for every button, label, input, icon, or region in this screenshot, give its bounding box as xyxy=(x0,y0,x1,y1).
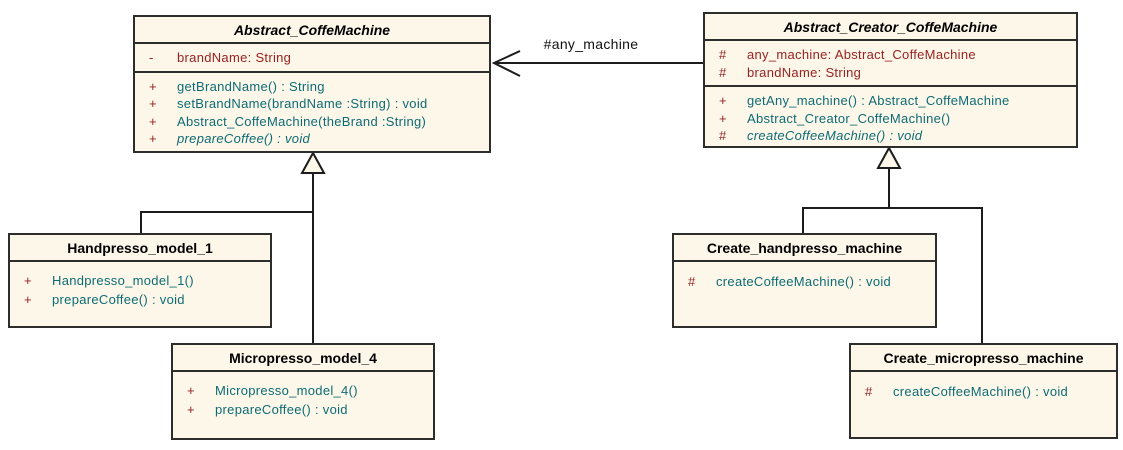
method-row: + prepareCoffee() : void xyxy=(173,400,433,419)
class-abstract-creator-coffemachine[interactable]: Abstract_Creator_CoffeMachine # any_mach… xyxy=(703,12,1078,148)
method-text: prepareCoffee() : void xyxy=(215,402,348,417)
methods-compartment: # createCoffeeMachine() : void xyxy=(674,262,935,326)
generalization-handpresso[interactable] xyxy=(140,211,314,234)
method-row: # createCoffeeMachine() : void xyxy=(674,273,935,291)
method-text: prepareCoffee() : void xyxy=(52,292,185,307)
method-text: Abstract_Creator_CoffeMachine() xyxy=(747,110,951,126)
class-title: Create_micropresso_machine xyxy=(851,345,1116,372)
method-text: getAny_machine() : Abstract_CoffeMachine xyxy=(747,93,1010,108)
visibility-marker: + xyxy=(719,93,727,108)
visibility-marker: # xyxy=(719,47,727,62)
visibility-marker: + xyxy=(24,273,32,288)
attribute-row: - brandName: String xyxy=(135,49,489,67)
class-create-handpresso-machine[interactable]: Create_handpresso_machine # createCoffee… xyxy=(672,233,937,328)
method-row: + getBrandName() : String xyxy=(135,78,489,96)
visibility-marker: + xyxy=(24,292,32,307)
method-text: setBrandName(brandName :String) : void xyxy=(177,96,428,111)
method-row: + prepareCoffee() : void xyxy=(10,290,270,309)
method-text: createCoffeeMachine() : void xyxy=(716,274,892,289)
generalization-create-micropresso[interactable] xyxy=(876,145,983,344)
methods-compartment: + getAny_machine() : Abstract_CoffeMachi… xyxy=(705,87,1076,146)
methods-compartment: + Handpresso_model_1() + prepareCoffee()… xyxy=(10,262,270,326)
method-row: + setBrandName(brandName :String) : void xyxy=(135,95,489,113)
visibility-marker: # xyxy=(719,128,727,143)
method-text: Abstract_CoffeMachine(theBrand :String) xyxy=(177,113,427,129)
visibility-marker: + xyxy=(149,96,157,111)
method-text: getBrandName() : String xyxy=(177,78,325,94)
method-text: createCoffeeMachine() : void xyxy=(747,128,923,143)
method-text: prepareCoffee() : void xyxy=(177,131,311,146)
methods-compartment: + Micropresso_model_4() + prepareCoffee(… xyxy=(173,372,433,438)
visibility-marker: + xyxy=(149,131,157,146)
method-row-abstract: + prepareCoffee() : void xyxy=(135,130,489,148)
class-title: Micropresso_model_4 xyxy=(173,345,433,372)
visibility-marker: + xyxy=(149,113,157,129)
methods-compartment: # createCoffeeMachine() : void xyxy=(851,372,1116,437)
visibility-marker: + xyxy=(187,383,195,398)
association-label[interactable]: #any_machine xyxy=(543,36,639,52)
method-text: createCoffeeMachine() : void xyxy=(893,384,1069,399)
class-title: Abstract_Creator_CoffeMachine xyxy=(705,14,1076,41)
attributes-compartment: # any_machine: Abstract_CoffeMachine # b… xyxy=(705,41,1076,87)
visibility-marker: + xyxy=(719,110,727,126)
attribute-text: any_machine: Abstract_CoffeMachine xyxy=(747,47,976,62)
method-row: + Abstract_Creator_CoffeMachine() xyxy=(705,110,1076,128)
visibility-marker: # xyxy=(719,64,727,80)
class-title: Abstract_CoffeMachine xyxy=(135,17,489,44)
hollow-triangle-arrowhead xyxy=(300,150,326,174)
attributes-compartment: - brandName: String xyxy=(135,44,489,73)
hollow-triangle-arrowhead xyxy=(876,145,902,169)
visibility-marker: + xyxy=(149,78,157,94)
attribute-row: # brandName: String xyxy=(705,64,1076,82)
attribute-text: brandName: String xyxy=(747,64,862,80)
visibility-marker: # xyxy=(688,274,696,289)
method-row: # createCoffeeMachine() : void xyxy=(851,383,1116,401)
class-abstract-coffemachine[interactable]: Abstract_CoffeMachine - brandName: Strin… xyxy=(133,15,491,153)
class-title: Create_handpresso_machine xyxy=(674,235,935,262)
association-any-machine[interactable] xyxy=(491,50,703,77)
method-row: + getAny_machine() : Abstract_CoffeMachi… xyxy=(705,92,1076,110)
class-create-micropresso-machine[interactable]: Create_micropresso_machine # createCoffe… xyxy=(849,343,1118,439)
method-row-abstract: # createCoffeeMachine() : void xyxy=(705,127,1076,145)
generalization-micropresso[interactable] xyxy=(300,150,326,344)
methods-compartment: + getBrandName() : String + setBrandName… xyxy=(135,73,489,152)
generalization-create-handpresso[interactable] xyxy=(802,207,983,234)
class-micropresso-model-4[interactable]: Micropresso_model_4 + Micropresso_model_… xyxy=(171,343,435,440)
attribute-row: # any_machine: Abstract_CoffeMachine xyxy=(705,46,1076,64)
class-title: Handpresso_model_1 xyxy=(10,235,270,262)
method-text: Handpresso_model_1() xyxy=(52,273,194,288)
method-row: + Abstract_CoffeMachine(theBrand :String… xyxy=(135,113,489,131)
method-row: + Handpresso_model_1() xyxy=(10,271,270,290)
visibility-marker: + xyxy=(187,402,195,417)
visibility-marker: # xyxy=(865,384,873,399)
method-row: + Micropresso_model_4() xyxy=(173,381,433,400)
attribute-text: brandName: String xyxy=(177,50,292,65)
visibility-marker: - xyxy=(149,50,154,65)
method-text: Micropresso_model_4() xyxy=(215,383,358,398)
class-handpresso-model-1[interactable]: Handpresso_model_1 + Handpresso_model_1(… xyxy=(8,233,272,328)
